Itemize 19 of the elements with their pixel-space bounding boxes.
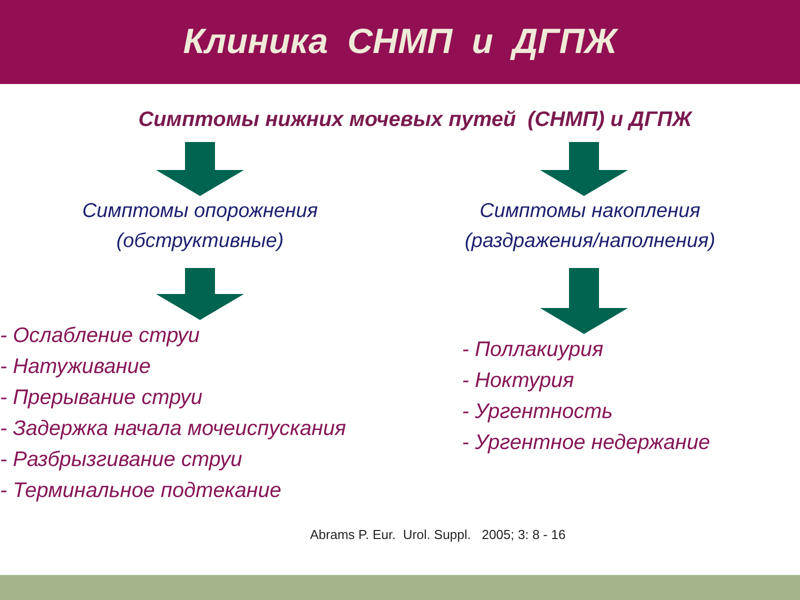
symptom-item: - Ноктурия (462, 368, 574, 394)
category-text: Симптомы накопления (раздражения/наполнения) (464, 199, 716, 254)
symptom-item: - Терминальное подтекание (0, 478, 282, 504)
reference-text: Abrams P. Eur. Urol. Suppl. 2005; 3: 8 - 16 (310, 527, 566, 542)
block-arrow (156, 268, 244, 320)
symptom-item: - Ургентность (462, 399, 613, 425)
block-arrow (156, 142, 244, 196)
symptom-item: - Ургентное недержание (462, 430, 710, 456)
symptom-item: - Задержка начала мочеиспускания (0, 416, 346, 442)
symptom-item: - Ослабление струи (0, 323, 200, 349)
slide-title: Клиника СНМП и ДГПЖ (183, 22, 617, 62)
block-arrow (540, 268, 628, 334)
symptom-item: - Разбрызгивание струи (0, 447, 242, 473)
heading-text: Симптомы нижних мочевых путей (СНМП) и ДГПЖ (138, 107, 692, 133)
category-text: Симптомы опорожнения (обструктивные) (81, 199, 319, 254)
symptom-item: - Поллакиурия (462, 337, 604, 363)
symptom-item: - Прерывание струи (0, 385, 202, 411)
block-arrow (540, 142, 628, 196)
symptom-item: - Натуживание (0, 354, 151, 380)
